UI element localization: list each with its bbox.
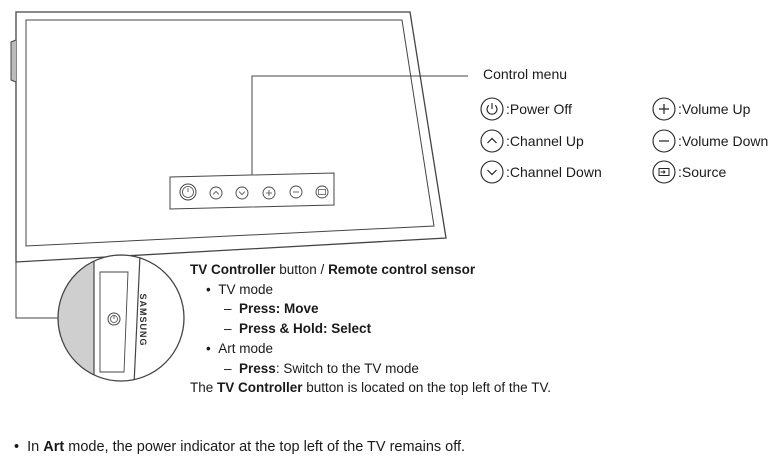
heading-separator: button /: [275, 262, 329, 277]
press-hold-item: – Press & Hold: Select: [224, 321, 372, 336]
remote-sensor-name: Remote control sensor: [328, 262, 476, 277]
legend-power-off-label: :Power Off: [506, 101, 572, 117]
press-hold-label: Press & Hold: Select: [239, 321, 372, 336]
panel-channel-down-button: [235, 186, 249, 200]
footnote-suffix: mode, the power indicator at the top lef…: [64, 439, 466, 455]
tv-screen: [25, 19, 435, 247]
source-icon: [652, 160, 676, 184]
legend-volume-down: :Volume Down: [652, 129, 768, 153]
press-switch-item: – Press: Switch to the TV mode: [224, 361, 419, 376]
press-switch-text: : Switch to the TV mode: [275, 361, 419, 376]
art-mode-footnote: • In Art mode, the power indicator at th…: [14, 439, 466, 455]
footnote-prefix: In: [27, 439, 44, 455]
tv-mode-label: TV mode: [218, 282, 274, 297]
press-move-item: – Press: Move: [224, 301, 319, 316]
tv-controller-name: TV Controller: [190, 262, 276, 277]
press-word: Press: [239, 361, 276, 376]
controller-location-note: The TV Controller button is located on t…: [190, 380, 551, 395]
panel-channel-up-button: [209, 186, 223, 200]
controller-magnifier: [58, 255, 184, 381]
panel-volume-down-button: [289, 185, 303, 199]
legend-channel-down: :Channel Down: [480, 160, 602, 184]
plus-icon: [652, 97, 676, 121]
legend-channel-down-label: :Channel Down: [506, 164, 602, 180]
control-menu-title: Control menu: [483, 66, 568, 82]
art-mode-item: • Art mode: [206, 341, 274, 356]
legend-source: :Source: [652, 160, 726, 184]
legend-power-off: :Power Off: [480, 97, 572, 121]
legend-volume-down-label: :Volume Down: [678, 133, 769, 149]
tv-controller-name-2: TV Controller: [217, 380, 303, 395]
panel-source-button: [315, 185, 329, 199]
panel-power-button: [179, 183, 197, 201]
art-mode-label: Art mode: [218, 341, 274, 356]
controller-leader-line: [15, 100, 58, 319]
chevron-down-icon: [480, 160, 504, 184]
tv-mode-item: • TV mode: [206, 282, 274, 297]
control-menu-leader-line: [251, 75, 468, 175]
legend-source-label: :Source: [678, 164, 727, 180]
tv-frame: [15, 11, 447, 263]
legend-volume-up-label: :Volume Up: [678, 101, 751, 117]
magnifier-ring: [57, 254, 185, 382]
panel-volume-up-button: [262, 186, 276, 200]
press-move-label: Press: Move: [239, 301, 319, 316]
location-suffix: button is located on the top left of the…: [302, 380, 551, 395]
minus-icon: [652, 129, 676, 153]
control-panel: [169, 172, 335, 210]
legend-channel-up-label: :Channel Up: [506, 133, 584, 149]
tv-side-edge: [10, 39, 17, 83]
location-prefix: The: [190, 380, 218, 395]
footnote-mode: Art: [43, 439, 65, 455]
legend-channel-up: :Channel Up: [480, 129, 584, 153]
tv-controller-button: [107, 312, 121, 326]
controller-heading: TV Controller button / Remote control se…: [190, 262, 475, 277]
brand-logo: SAMSUNG: [138, 293, 148, 346]
legend-volume-up: :Volume Up: [652, 97, 750, 121]
power-icon: [480, 97, 504, 121]
chevron-up-icon: [480, 129, 504, 153]
